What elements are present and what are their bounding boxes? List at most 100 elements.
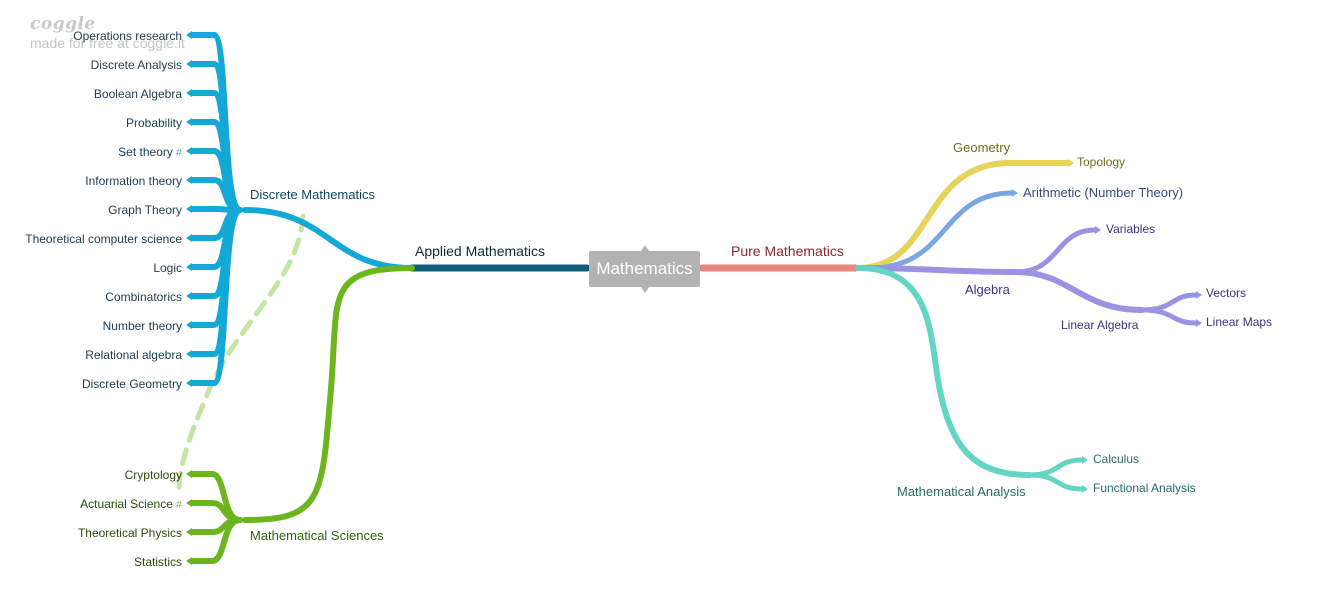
link-marker-icon[interactable]: # bbox=[175, 499, 182, 511]
node-vectors[interactable]: Vectors bbox=[1206, 286, 1247, 300]
node-discrete-item-label: Operations research bbox=[73, 29, 182, 43]
edge-tip bbox=[186, 89, 192, 97]
node-discrete-mathematics[interactable]: Discrete Mathematics bbox=[250, 187, 375, 202]
node-discrete-item[interactable]: Set theory# bbox=[118, 145, 182, 160]
edge-discrete-item[interactable] bbox=[189, 61, 243, 213]
node-discrete-item-label: Combinatorics bbox=[105, 290, 182, 304]
edge-tip bbox=[186, 176, 192, 184]
node-sciences-item-label: Theoretical Physics bbox=[77, 526, 182, 540]
node-linear-maps[interactable]: Linear Maps bbox=[1206, 315, 1273, 329]
edge-tip bbox=[186, 60, 192, 68]
node-discrete-item[interactable]: Logic bbox=[153, 261, 182, 275]
edge-tip bbox=[1082, 456, 1088, 464]
node-topology[interactable]: Topology bbox=[1077, 155, 1126, 169]
node-discrete-item-label: Logic bbox=[153, 261, 182, 275]
node-discrete-item[interactable]: Operations research bbox=[73, 29, 182, 43]
edge-tip bbox=[186, 350, 192, 358]
edge-tip bbox=[1196, 319, 1202, 327]
edge-tip bbox=[1095, 226, 1101, 234]
edge-arithmetic[interactable] bbox=[867, 190, 1015, 271]
edge-tip bbox=[1196, 291, 1202, 299]
root-expand-top-icon[interactable] bbox=[641, 245, 649, 251]
edge-discrete-mathematics[interactable] bbox=[242, 207, 415, 271]
edge-linear-algebra[interactable] bbox=[1013, 269, 1145, 313]
edge-sciences-item[interactable] bbox=[189, 517, 243, 564]
node-discrete-item-label: Information theory bbox=[85, 174, 182, 188]
node-discrete-item-label: Discrete Analysis bbox=[90, 58, 182, 72]
edge-mathematical-analysis[interactable] bbox=[855, 265, 1033, 478]
node-discrete-item[interactable]: Relational algebra bbox=[85, 348, 182, 362]
edge-tip bbox=[186, 234, 192, 242]
node-discrete-item[interactable]: Discrete Geometry bbox=[82, 377, 182, 391]
edge-tip bbox=[186, 321, 192, 329]
edge-geometry[interactable] bbox=[855, 160, 1018, 271]
link-marker-icon[interactable]: # bbox=[175, 147, 182, 159]
coggle-logo: coggle bbox=[30, 14, 96, 34]
edge-tip bbox=[1068, 159, 1074, 167]
edge-tip bbox=[186, 499, 192, 507]
edge-tip bbox=[186, 470, 192, 478]
node-discrete-item[interactable]: Number theory bbox=[103, 319, 182, 333]
node-mathematical-analysis[interactable]: Mathematical Analysis bbox=[897, 484, 1026, 499]
node-calculus[interactable]: Calculus bbox=[1093, 452, 1140, 466]
node-discrete-item-label: Number theory bbox=[102, 319, 182, 333]
node-discrete-item-label: Graph Theory bbox=[108, 203, 182, 217]
node-discrete-item[interactable]: Discrete Analysis bbox=[91, 58, 182, 72]
node-sciences-item-label: Statistics bbox=[133, 555, 182, 569]
root-expand-bottom-icon[interactable] bbox=[641, 287, 649, 293]
node-discrete-item-label: Boolean Algebra bbox=[93, 87, 182, 101]
node-sciences-item[interactable]: Theoretical Physics bbox=[78, 526, 182, 540]
node-discrete-item[interactable]: Probability bbox=[126, 116, 182, 130]
edge-tip bbox=[186, 528, 192, 536]
cross-link-dashed[interactable] bbox=[176, 213, 306, 497]
edge-tip bbox=[186, 379, 192, 387]
root-node-mathematics[interactable]: Mathematics bbox=[589, 251, 700, 287]
node-sciences-item[interactable]: Actuarial Science# bbox=[80, 497, 182, 512]
coggle-watermark: coggle made for free at coggle.it bbox=[30, 14, 185, 52]
node-algebra[interactable]: Algebra bbox=[965, 282, 1010, 297]
node-variables[interactable]: Variables bbox=[1106, 222, 1156, 236]
node-mathematical-sciences[interactable]: Mathematical Sciences bbox=[250, 528, 384, 543]
edge-linear-maps[interactable] bbox=[1139, 307, 1199, 326]
edge-variables[interactable] bbox=[1013, 227, 1098, 275]
node-discrete-item[interactable]: Combinatorics bbox=[105, 290, 182, 304]
node-discrete-item-label: Set theory bbox=[118, 145, 173, 159]
node-applied-mathematics[interactable]: Applied Mathematics bbox=[415, 243, 545, 259]
edge-functional-analysis[interactable] bbox=[1027, 472, 1085, 492]
edge-tip bbox=[186, 205, 192, 213]
edge-tip bbox=[186, 263, 192, 271]
edge-tip bbox=[186, 557, 192, 565]
node-geometry[interactable]: Geometry bbox=[953, 140, 1011, 155]
edge-tip bbox=[186, 292, 192, 300]
coggle-watermark-text: made for free at coggle.it bbox=[30, 35, 185, 51]
node-sciences-item-label: Cryptology bbox=[124, 468, 182, 482]
node-linear-algebra[interactable]: Linear Algebra bbox=[1061, 318, 1139, 332]
edge-discrete-item[interactable] bbox=[189, 119, 243, 213]
edge-sciences-item[interactable] bbox=[189, 471, 243, 523]
edge-tip bbox=[186, 147, 192, 155]
edge-tip bbox=[186, 118, 192, 126]
node-discrete-item-label: Discrete Geometry bbox=[81, 377, 182, 391]
edge-sciences-item[interactable] bbox=[189, 500, 243, 523]
node-discrete-item-label: Theoretical computer science bbox=[25, 232, 182, 246]
node-sciences-item[interactable]: Statistics bbox=[134, 555, 182, 569]
edge-discrete-item[interactable] bbox=[189, 207, 243, 386]
node-discrete-item[interactable]: Information theory bbox=[85, 174, 182, 188]
node-sciences-item[interactable]: Cryptology bbox=[125, 468, 182, 482]
edge-tip bbox=[186, 31, 192, 39]
node-discrete-item[interactable]: Theoretical computer science bbox=[25, 232, 182, 246]
node-discrete-item[interactable]: Boolean Algebra bbox=[94, 87, 182, 101]
edge-tip bbox=[1082, 485, 1088, 493]
node-discrete-item-label: Relational algebra bbox=[85, 348, 182, 362]
node-discrete-item-label: Probability bbox=[125, 116, 182, 130]
edge-tip bbox=[1012, 189, 1018, 197]
edge-mathematical-sciences[interactable] bbox=[242, 265, 415, 523]
edge-calculus[interactable] bbox=[1027, 457, 1085, 478]
node-pure-mathematics[interactable]: Pure Mathematics bbox=[731, 243, 844, 259]
edge-vectors[interactable] bbox=[1139, 292, 1199, 313]
node-arithmetic-number-theory[interactable]: Arithmetic (Number Theory) bbox=[1023, 185, 1184, 200]
node-discrete-item[interactable]: Graph Theory bbox=[108, 203, 182, 217]
node-functional-analysis[interactable]: Functional Analysis bbox=[1093, 481, 1196, 495]
node-sciences-item-label: Actuarial Science bbox=[80, 497, 173, 511]
